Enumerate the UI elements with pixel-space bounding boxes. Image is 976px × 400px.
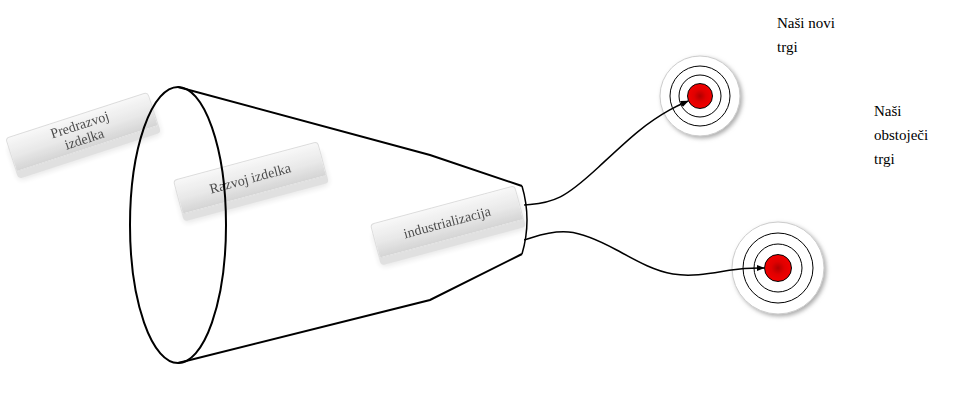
- target-ring: [754, 244, 802, 292]
- stage-bar: Razvoj izdelka: [173, 141, 327, 215]
- target-ring: [679, 75, 721, 117]
- target-rings: [660, 56, 824, 314]
- stage-bar: industrializacija: [370, 185, 524, 259]
- market-label: Naši novi trgi: [777, 11, 847, 59]
- target-ring: [670, 66, 730, 126]
- funnel-spout: [522, 186, 527, 254]
- stage-bar: Predrazvoj izdelka: [5, 92, 159, 173]
- market-arrow: [524, 232, 764, 275]
- funnel-mouth: [130, 87, 226, 363]
- market-arrow: [524, 101, 688, 205]
- target-ring: [660, 56, 740, 136]
- stage-label: industrializacija: [399, 202, 496, 241]
- target-ring: [743, 233, 813, 303]
- target-bullseye: Naši novi trgi: [687, 83, 713, 109]
- stage-label: Razvoj izdelka: [202, 158, 299, 197]
- market-label: Naši obstoječi trgi: [874, 99, 944, 171]
- funnel-side: [178, 254, 522, 363]
- funnel-side: [178, 87, 522, 186]
- stage-label: Predrazvoj izdelka: [32, 103, 133, 161]
- target-ring: [732, 222, 824, 314]
- target-bullseye: Naši obstoječi trgi: [764, 254, 792, 282]
